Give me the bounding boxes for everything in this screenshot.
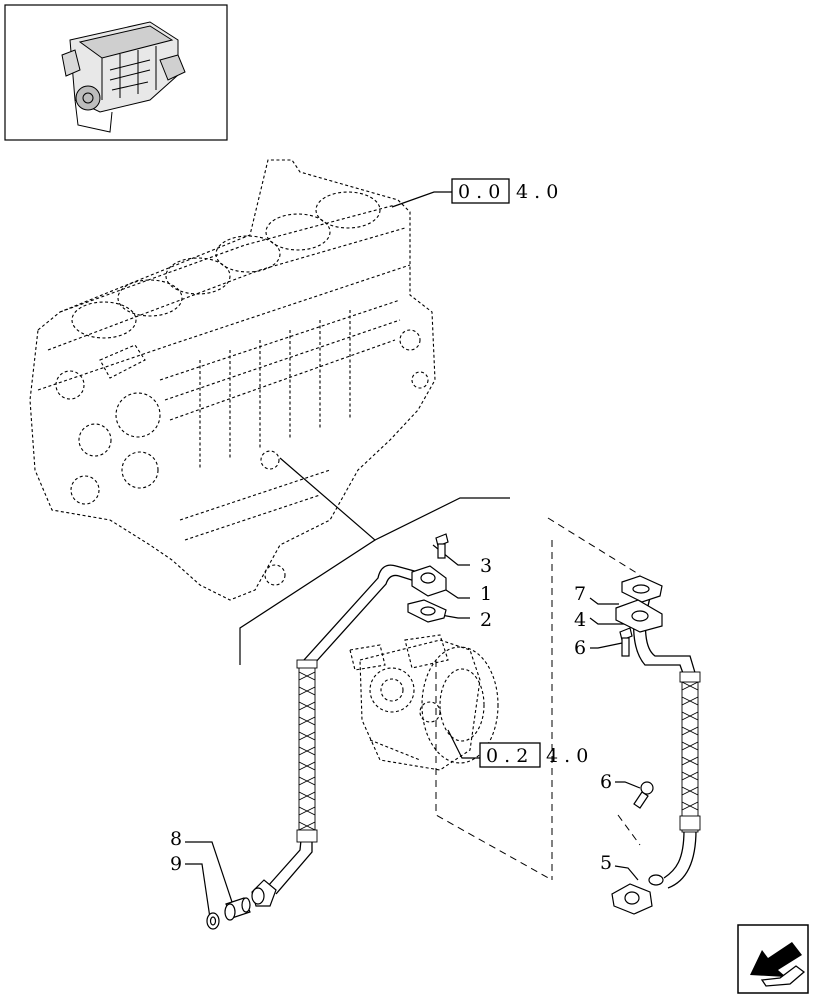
lower-screw[interactable]: [633, 781, 654, 809]
back-arrow-icon[interactable]: [737, 924, 809, 994]
pipe-flange-fitting[interactable]: [411, 565, 447, 597]
lower-gasket[interactable]: [611, 883, 653, 915]
oil-feed-pipe: [267, 564, 419, 895]
leader-lines: [185, 191, 641, 919]
callout-8: 8: [170, 828, 182, 850]
reference-rest-text: 4 . 0: [516, 181, 558, 203]
turbocharger: [349, 634, 499, 771]
callout-7: 7: [574, 583, 586, 605]
callout-9: 9: [170, 853, 182, 875]
callout-6-upper: 6: [574, 637, 586, 659]
callout-1: 1: [480, 583, 492, 605]
reference-engine-block[interactable]: 0 . 0 4 . 0: [451, 178, 558, 204]
pipe-end-bend: [648, 874, 664, 886]
sealing-washer[interactable]: [206, 912, 220, 930]
callout-2: 2: [480, 609, 492, 631]
return-flange-screw[interactable]: [619, 627, 633, 657]
pipe-nut: [251, 879, 277, 907]
reference-rest-text: 4 . 0: [546, 745, 588, 767]
return-gasket[interactable]: [621, 575, 663, 603]
braided-hose-right: [679, 671, 701, 833]
braided-hose-left: [296, 659, 318, 843]
engine-thumbnail-icon[interactable]: [4, 4, 228, 141]
flange-gasket[interactable]: [407, 599, 447, 623]
union-fitting[interactable]: [224, 897, 251, 921]
assembly-guide-lines: [435, 517, 641, 881]
callout-6-lower: 6: [600, 771, 612, 793]
callout-4: 4: [574, 609, 586, 631]
fixing-screw[interactable]: [435, 533, 449, 559]
callout-numbers: 1 2 3 4 5 6 6 7 8 9: [170, 555, 612, 875]
reference-boxed-text: 0 . 0: [458, 181, 500, 203]
callout-3: 3: [480, 555, 492, 577]
return-flange[interactable]: [615, 599, 663, 633]
callout-5: 5: [600, 852, 612, 874]
engine-block: [29, 159, 436, 601]
reference-turbocharger[interactable]: 0 . 2 4 . 0: [479, 742, 588, 768]
reference-boxed-text: 0 . 2: [486, 745, 528, 767]
